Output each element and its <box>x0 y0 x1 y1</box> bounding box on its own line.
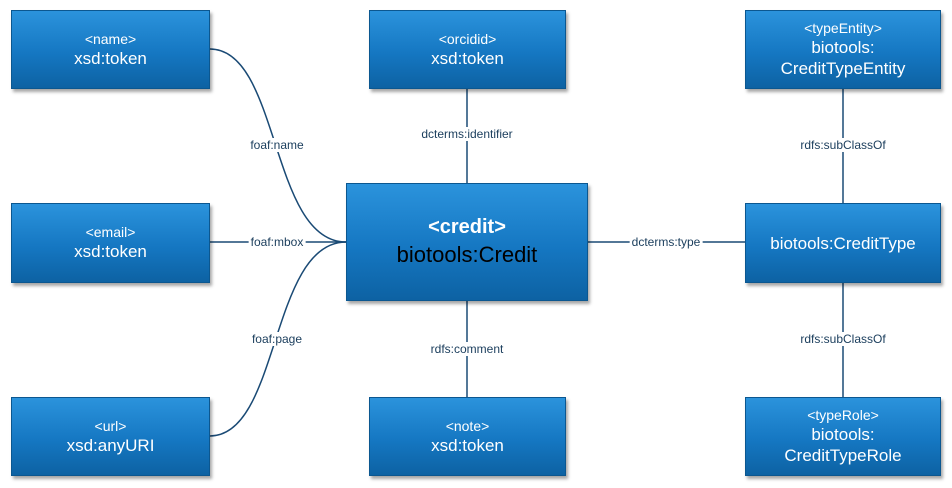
node-type-entity-type-line1: biotools: <box>811 38 875 57</box>
node-note-tag: <note> <box>445 417 490 434</box>
edge-label-rdfs-comment: rdfs:comment <box>428 342 506 356</box>
node-type-role-type-line2: CreditTypeRole <box>784 446 902 465</box>
node-note-type: xsd:token <box>431 435 504 455</box>
node-name: <name> xsd:token <box>11 10 210 89</box>
node-email: <email> xsd:token <box>11 203 210 283</box>
edge-label-foaf-mbox: foaf:mbox <box>248 235 306 249</box>
node-email-tag: <email> <box>85 224 136 240</box>
node-name-tag: <name> <box>84 30 137 47</box>
node-email-type: xsd:token <box>74 242 147 261</box>
node-credit-tag: <credit> <box>428 216 506 238</box>
node-type-role-type-line1: biotools: <box>811 425 875 444</box>
node-orcidid-tag: <orcidid> <box>438 30 497 47</box>
node-orcidid-type: xsd:token <box>431 48 504 68</box>
node-url: <url> xsd:anyURI <box>11 397 210 476</box>
edge-label-dcterms-identifier: dcterms:identifier <box>419 127 515 141</box>
node-type-entity-type-line2: CreditTypeEntity <box>780 59 906 78</box>
node-url-type: xsd:anyURI <box>66 435 155 455</box>
node-credit-type: biotools:CreditType <box>745 203 941 283</box>
node-type-role: <typeRole> biotools: CreditTypeRole <box>745 397 941 476</box>
edge-label-foaf-page: foaf:page <box>249 332 305 346</box>
edge-label-foaf-name: foaf:name <box>248 138 306 152</box>
node-credit-type-type: biotools:CreditType <box>770 233 916 253</box>
node-note: <note> xsd:token <box>369 397 566 476</box>
node-credit-type: biotools:Credit <box>396 242 538 267</box>
node-type-entity: <typeEntity> biotools: CreditTypeEntity <box>745 10 941 89</box>
node-name-type: xsd:token <box>74 48 147 68</box>
edge-label-subclassof-role: rdfs:subClassOf <box>798 332 888 346</box>
edge-label-subclassof-entity: rdfs:subClassOf <box>798 138 888 152</box>
node-type-entity-tag: <typeEntity> <box>804 20 882 36</box>
edge-label-dcterms-type: dcterms:type <box>629 235 703 249</box>
node-credit: <credit> biotools:Credit <box>346 183 588 301</box>
node-type-role-tag: <typeRole> <box>807 407 879 423</box>
node-url-tag: <url> <box>94 417 127 434</box>
node-orcidid: <orcidid> xsd:token <box>369 10 566 89</box>
